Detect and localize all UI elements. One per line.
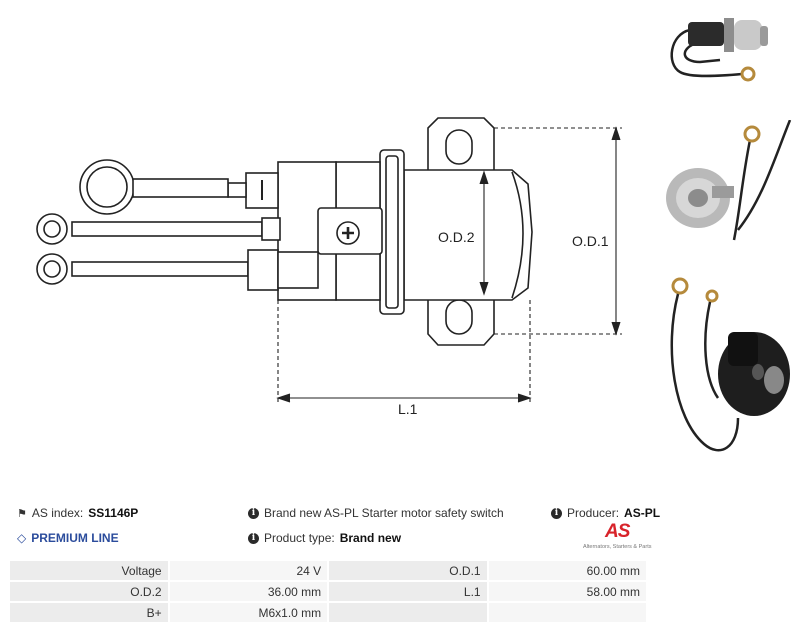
as-index-value: SS1146P	[88, 506, 139, 520]
param-value: 60.00 mm	[486, 559, 649, 582]
param-value: 36.00 mm	[167, 580, 330, 603]
as-index-label: AS index:	[31, 506, 84, 520]
logo-mark: AS	[605, 521, 630, 542]
premium-line-label: PREMIUM LINE	[31, 531, 119, 545]
table-row: B+ M6x1.0 mm	[8, 601, 649, 624]
product-type-label: Product type:	[264, 531, 335, 545]
param-key: B+	[8, 601, 170, 624]
as-index: ⚑ AS index: SS1146P	[17, 506, 138, 520]
param-value: 24 V	[167, 559, 330, 582]
info-icon: i	[248, 507, 259, 519]
premium-line: ◇ PREMIUM LINE	[17, 531, 119, 545]
product-photo-rear	[670, 277, 790, 452]
table-row: Voltage 24 V O.D.1 60.00 mm	[8, 559, 649, 582]
product-photo-side	[670, 18, 768, 82]
tag-icon: ⚑	[17, 507, 27, 520]
param-key: O.D.1	[327, 559, 489, 582]
as-pl-logo: AS Alternators, Starters & Parts	[583, 521, 653, 555]
param-key	[327, 601, 489, 624]
logo-tagline: Alternators, Starters & Parts	[583, 544, 652, 550]
product-description: i Brand new AS-PL Starter motor safety s…	[248, 506, 504, 520]
producer: i Producer: AS-PL	[551, 506, 660, 520]
product-photo-top	[666, 120, 792, 241]
table-row: O.D.2 36.00 mm L.1 58.00 mm	[8, 580, 649, 603]
info-icon: i	[551, 507, 562, 519]
param-key: Voltage	[8, 559, 170, 582]
description-text: Brand new AS-PL Starter motor safety swi…	[264, 506, 504, 520]
product-type: i Product type: Brand new	[248, 531, 401, 545]
dimension-od2: O.D.2	[438, 229, 475, 245]
producer-value: AS-PL	[624, 506, 661, 520]
param-value	[486, 601, 649, 624]
producer-label: Producer:	[567, 506, 620, 520]
info-icon: i	[248, 532, 259, 544]
parameters-table: Voltage 24 V O.D.1 60.00 mm O.D.2 36.00 …	[8, 559, 649, 624]
solenoid-body	[403, 169, 533, 301]
technical-drawing: O.D.2 O.D.1 L.1	[36, 117, 622, 417]
param-key: L.1	[327, 580, 489, 603]
param-value: 58.00 mm	[486, 580, 649, 603]
product-type-value: Brand new	[339, 531, 402, 545]
param-key: O.D.2	[8, 580, 170, 603]
dimension-l1: L.1	[398, 401, 418, 417]
param-value: M6x1.0 mm	[167, 601, 330, 624]
diamond-icon: ◇	[17, 531, 27, 545]
dimension-od1: O.D.1	[572, 233, 609, 249]
